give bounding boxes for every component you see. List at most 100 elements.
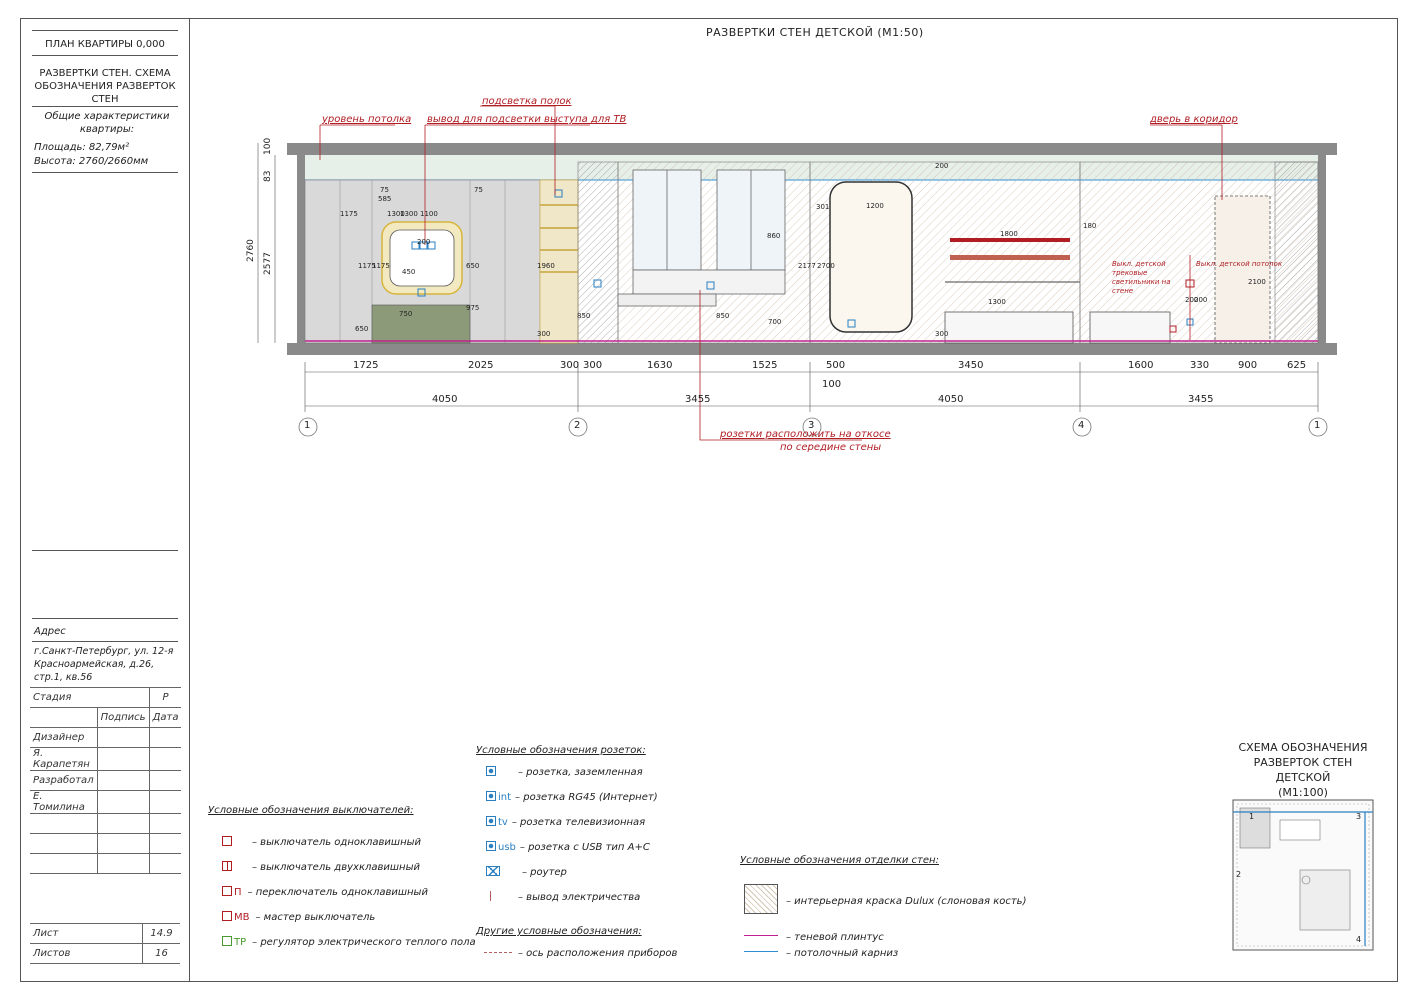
stage-value: Р — [148, 687, 182, 708]
height-dimension-label: 100 — [263, 137, 273, 155]
dimension-label: 330 — [1190, 360, 1210, 371]
legend-switch-item: МВ– мастер выключатель — [222, 911, 375, 923]
axis-label: 3 — [808, 420, 815, 431]
inner-dimension-label: 75 — [380, 186, 389, 194]
axis-label: 4 — [1078, 420, 1085, 431]
legend-other-title: Другие условные обозначения: — [476, 926, 642, 937]
dimension-label: 300 — [560, 360, 580, 371]
legend-finish-paint: – интерьерная краска Dulux (слоновая кос… — [744, 884, 1026, 914]
inner-dimension-label: 1960 — [537, 262, 555, 270]
note-shelf-light: подсветка полок — [482, 96, 572, 107]
socket-symbol-icon — [486, 816, 496, 826]
legend-socket-item: usb– розетка с USB тип A+C — [486, 841, 650, 853]
inner-dimension-label: 850 — [577, 312, 591, 320]
socket-icon — [593, 279, 602, 288]
inner-dimension-label: 1300 — [387, 210, 405, 218]
legend-finish-title: Условные обозначения отделки стен: — [740, 855, 939, 866]
inner-dimension-label: 2100 — [1248, 278, 1266, 286]
inner-dimension-label: 1175 — [340, 210, 358, 218]
note-ceiling-level: уровень потолка — [322, 114, 412, 125]
note-sockets-1: розетки расположить на откосе — [720, 429, 891, 440]
socket-icon — [847, 319, 856, 328]
sheet-title: РАЗВЕРТКИ СТЕН. СХЕМА ОБОЗНАЧЕНИЯ РАЗВЕР… — [34, 68, 176, 105]
sidebar-divider — [32, 641, 178, 642]
socket-symbol-icon — [486, 766, 496, 776]
legend-finish-cornice: – потолочный карниз — [744, 948, 898, 959]
axis-label: 2 — [574, 420, 581, 431]
bed-2 — [1089, 311, 1171, 344]
axis-marker — [298, 417, 318, 437]
legend-socket-item: – роутер — [486, 866, 567, 878]
legend-socket-item: int– розетка RG45 (Интернет) — [486, 791, 658, 803]
paint-hatch-icon — [744, 884, 778, 914]
socket-symbol-icon — [486, 841, 496, 851]
axis-label: 1 — [1314, 420, 1321, 431]
dimension-label: 1600 — [1128, 360, 1154, 371]
bed — [944, 311, 1074, 344]
legend-other-item: – ось расположения приборов — [484, 948, 677, 959]
socket-symbol-icon — [490, 891, 496, 901]
arched-niche — [829, 181, 913, 333]
axis-label: 1 — [304, 420, 311, 431]
inner-dimension-label: 1200 — [866, 202, 884, 210]
switch-symbol-icon — [222, 936, 232, 946]
legend-switch-item: – выключатель двухклавишный — [222, 861, 420, 873]
socket-icon — [427, 241, 436, 250]
dimension-label: 3450 — [958, 360, 984, 371]
socket-icon — [411, 241, 420, 250]
desk — [617, 293, 717, 307]
legend-finish-plinth: – теневой плинтус — [744, 932, 884, 943]
right-wall-section — [1318, 155, 1326, 343]
column-section — [577, 161, 619, 344]
dimension-label: 300 — [583, 360, 603, 371]
inner-dimension-label: 300 — [935, 330, 949, 338]
socket-symbol-icon — [486, 791, 496, 801]
socket-icon — [417, 288, 426, 297]
inner-dimension-label: 650 — [466, 262, 480, 270]
date-label: Дата — [148, 707, 182, 728]
inner-dimension-label: 750 — [399, 310, 413, 318]
sheet-value: 14.9 — [142, 923, 180, 944]
inner-dimension-label: 1100 — [420, 210, 438, 218]
sidebar-divider — [32, 55, 178, 56]
wardrobe-lower-cabinet — [371, 304, 471, 344]
inner-dimension-label: 450 — [402, 268, 416, 276]
stage-label: Стадия — [30, 687, 98, 708]
shelf-light — [950, 255, 1070, 260]
dimension-label: 1525 — [752, 360, 778, 371]
note-tv-outlet: вывод для подсветки выступа для ТВ — [427, 114, 627, 125]
plinth-line-icon — [744, 935, 778, 936]
scheme-title: СХЕМА ОБОЗНАЧЕНИЯ РАЗВЕРТОК СТЕН ДЕТСКОЙ… — [1238, 741, 1368, 799]
socket-symbol-icon — [486, 866, 500, 876]
legend-socket-item: – вывод электричества — [486, 891, 640, 903]
dimension-label: 500 — [826, 360, 846, 371]
height-dimension-label: 2760 — [246, 239, 256, 262]
legend-socket-item: – розетка, заземленная — [486, 766, 643, 778]
sidebar-divider — [32, 550, 178, 551]
inner-dimension-label: 700 — [768, 318, 782, 326]
inner-dimension-label: 2700 — [817, 262, 835, 270]
inner-dimension-label: 2177 — [798, 262, 816, 270]
signature-label: Подпись — [96, 707, 150, 728]
dimension-label: 900 — [1238, 360, 1258, 371]
scheme-wall-label: 3 — [1356, 812, 1362, 821]
scheme-wall-label: 1 — [1249, 812, 1255, 821]
scheme-wall-label: 2 — [1236, 870, 1242, 879]
inner-dimension-label: 850 — [716, 312, 730, 320]
drawing-sheet-frame — [20, 18, 1398, 982]
shelf-unit — [539, 179, 579, 344]
inner-dimension-label: 200 — [1194, 296, 1208, 304]
developer-name: Е. Томилина — [30, 790, 98, 814]
scheme-wall-label: 4 — [1356, 935, 1362, 944]
inner-dimension-label: 650 — [355, 325, 369, 333]
cornice-line-icon — [744, 951, 778, 952]
socket-icon — [419, 241, 428, 250]
note-sockets-2: по середине стены — [780, 442, 882, 453]
inner-dimension-label: 1175 — [372, 262, 390, 270]
switch-symbol-icon — [222, 886, 232, 896]
axis-marker — [802, 417, 822, 437]
drawing-title: РАЗВЕРТКИ СТЕН ДЕТСКОЙ (М1:50) — [706, 26, 924, 39]
switch-symbol-icon — [222, 836, 232, 846]
legend-switch-item: – выключатель одноклавишный — [222, 836, 421, 848]
